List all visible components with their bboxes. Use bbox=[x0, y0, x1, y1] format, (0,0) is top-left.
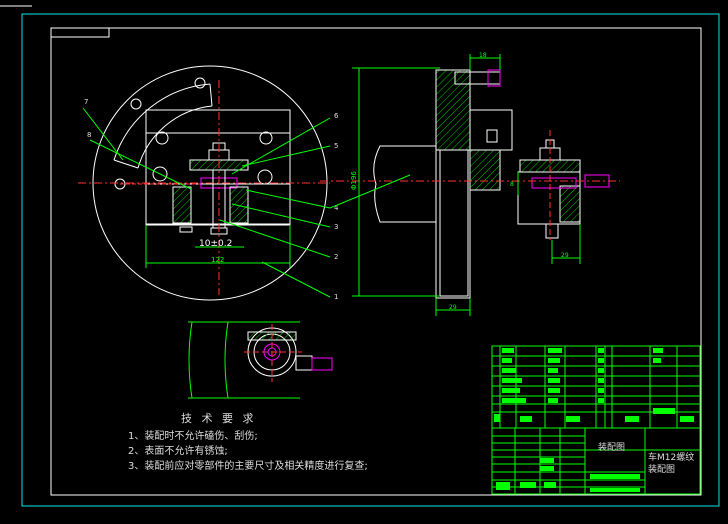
dim-width: 122 bbox=[211, 256, 224, 264]
dim-tolerance: 10±0.2 bbox=[199, 239, 232, 249]
outer-border bbox=[21, 13, 720, 507]
leader-8 bbox=[89, 139, 192, 190]
partial-view bbox=[188, 321, 333, 399]
part-name-line1: 车M12螺纹 bbox=[648, 453, 695, 463]
balloon-8: 8 bbox=[87, 131, 91, 139]
balloon-1: 1 bbox=[334, 293, 338, 301]
leader-1 bbox=[261, 261, 331, 298]
drawing-no-box bbox=[50, 27, 110, 38]
leader-7 bbox=[82, 107, 124, 161]
title-block-fills bbox=[494, 348, 694, 492]
dim-side-top: 18 bbox=[479, 52, 487, 59]
notes-title: 技 术 要 求 bbox=[181, 412, 257, 425]
balloon-5: 5 bbox=[334, 142, 338, 150]
balloon-6: 6 bbox=[334, 112, 339, 120]
balloon-3: 3 bbox=[334, 223, 338, 231]
dim-side-small: 8 bbox=[510, 181, 514, 188]
inner-border bbox=[50, 27, 702, 496]
balloon-2: 2 bbox=[334, 253, 338, 261]
leader-4 bbox=[245, 189, 331, 209]
front-view bbox=[78, 65, 331, 301]
leader-2 bbox=[219, 219, 331, 258]
side-view bbox=[320, 54, 620, 316]
dim-side-bottom: 29 bbox=[449, 304, 457, 311]
faceplate-circle bbox=[92, 65, 328, 301]
dim-diameter: Φ196 bbox=[350, 171, 358, 190]
drawing-name: 装配图 bbox=[598, 443, 626, 453]
leader-5 bbox=[241, 145, 331, 167]
dim-side-right: 29 bbox=[561, 252, 569, 259]
note-item-2: 2、表面不允许有锈蚀; bbox=[128, 446, 228, 457]
balloon-7: 7 bbox=[84, 98, 88, 106]
leader-3 bbox=[231, 203, 331, 228]
balloon-labels: 7 8 6 5 4 3 2 1 bbox=[84, 98, 339, 301]
part-name-line2: 装配图 bbox=[648, 465, 676, 475]
balloon-4: 4 bbox=[334, 204, 339, 212]
note-item-1: 1、装配时不允许磕伤、刮伤; bbox=[128, 431, 258, 442]
note-item-3: 3、装配前应对零部件的主要尺寸及相关精度进行复查; bbox=[128, 461, 368, 472]
leader-6 bbox=[231, 117, 331, 175]
